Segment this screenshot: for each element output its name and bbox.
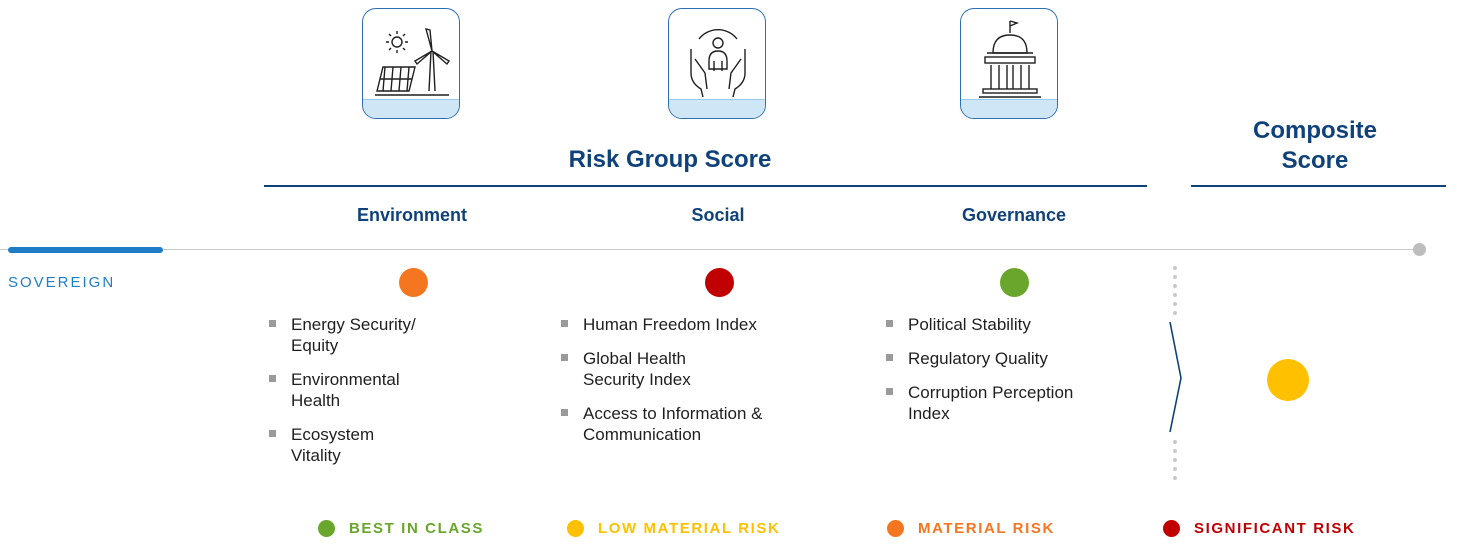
pillar-social-label: Social [691,205,745,225]
indicator-item: Corruption Perception Index [884,382,1174,424]
governance-score-dot [1000,268,1029,297]
pillar-governance-label: Governance [961,205,1067,225]
composite-rule [1191,185,1446,187]
legend-significant-risk: SIGNIFICANT RISK [1163,520,1355,537]
renewable-energy-icon [375,28,450,96]
legend-best-in-class: BEST IN CLASS [318,520,484,537]
composite-divider [1169,266,1182,480]
people-care-icon [690,29,746,98]
social-indicators: Human Freedom Index Global Health Securi… [559,314,859,458]
timeline-highlight [8,247,163,253]
environment-indicators: Energy Security/ Equity Environmental He… [267,314,487,479]
environment-icon-card [362,8,460,119]
indicator-item: Environmental Health [267,369,487,411]
governance-indicators: Political Stability Regulatory Quality C… [884,314,1174,437]
row-label-sovereign: SOVEREIGN [8,274,116,291]
risk-group-rule [264,185,1147,187]
indicator-item: Human Freedom Index [559,314,859,335]
environment-score-dot [399,268,428,297]
legend-label: BEST IN CLASS [349,520,484,537]
pillar-environment-label: Environment [356,205,467,225]
legend-label: MATERIAL RISK [918,520,1055,537]
legend-low-material-risk: LOW MATERIAL RISK [567,520,780,537]
government-building-icon [979,20,1041,98]
composite-title-line2: Score [1281,147,1349,174]
legend-dot [567,520,584,537]
indicator-item: Ecosystem Vitality [267,424,487,466]
legend-dot [887,520,904,537]
timeline-end-dot [1413,243,1426,256]
legend-label: SIGNIFICANT RISK [1194,520,1356,537]
governance-icon-card [960,8,1058,119]
composite-title-line1: Composite [1252,117,1377,144]
risk-group-score-title: Risk Group Score [568,146,772,173]
indicator-item: Regulatory Quality [884,348,1174,369]
timeline-line [0,249,1420,250]
social-score-dot [705,268,734,297]
legend-label: LOW MATERIAL RISK [598,520,781,537]
legend-material-risk: MATERIAL RISK [887,520,1055,537]
composite-score-dot [1267,359,1309,401]
indicator-item: Energy Security/ Equity [267,314,487,356]
indicator-item: Global Health Security Index [559,348,859,390]
legend-dot [318,520,335,537]
indicator-item: Access to Information & Communication [559,403,859,445]
indicator-item: Political Stability [884,314,1174,335]
composite-score-title: Composite Score [1190,116,1440,176]
legend-dot [1163,520,1180,537]
chevron-right-icon [1169,321,1182,433]
social-icon-card [668,8,766,119]
